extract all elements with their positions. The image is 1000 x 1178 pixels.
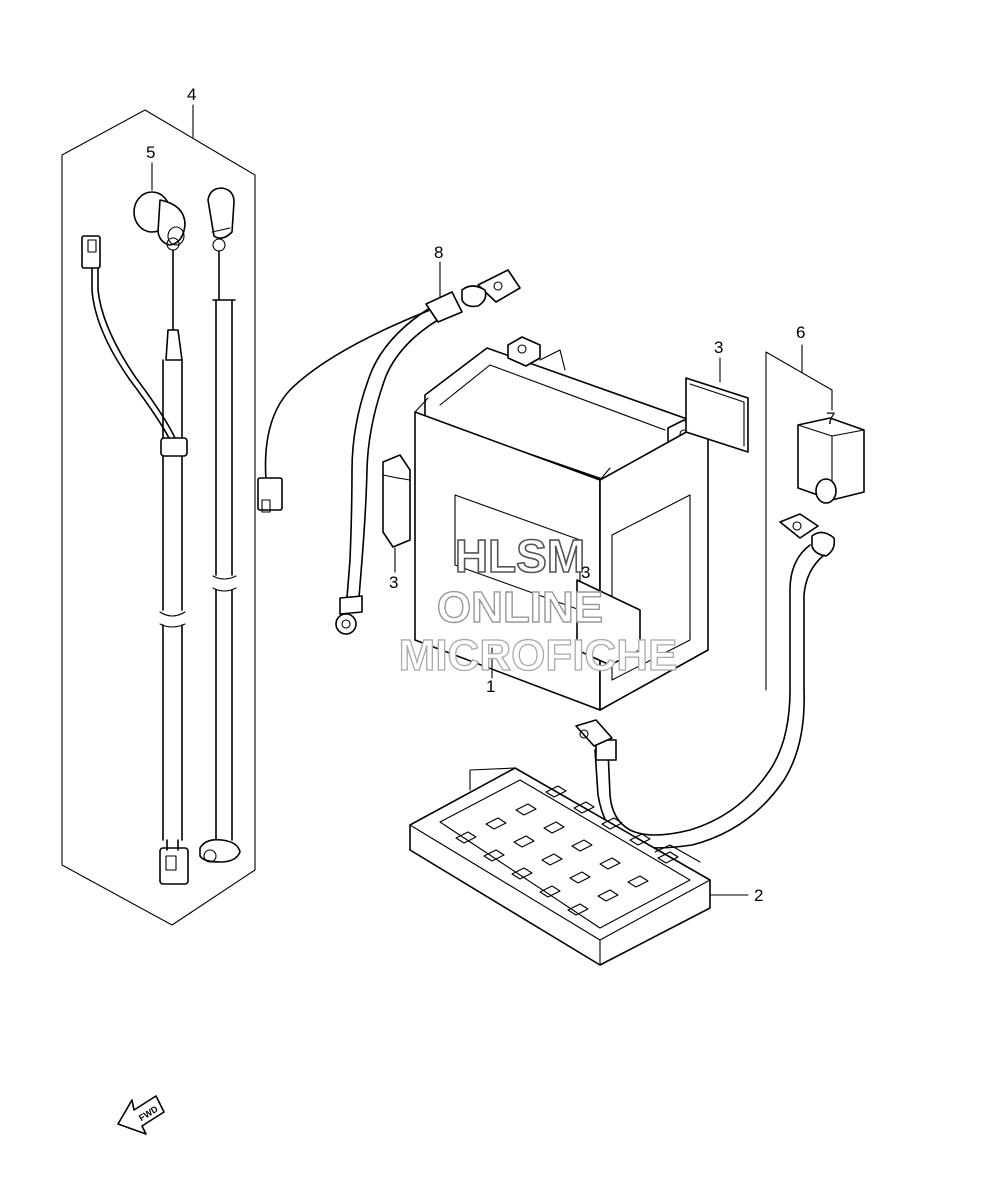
terminal-cap-part [133,162,186,246]
pad-part-3-right [685,357,749,453]
callout-6: 6 [796,323,805,342]
terminal-boot-part [207,187,235,240]
watermark-line-1: HLSM [455,530,585,582]
watermark-line-2: ONLINE [437,583,603,632]
pad-part-3-left [382,454,411,573]
callout-7: 7 [826,409,835,428]
callout-2: 2 [754,886,763,905]
terminal-cover-part-7 [797,417,865,504]
callout-5: 5 [146,143,155,162]
harness-kit-frame [61,104,256,926]
callout-3-left: 3 [389,573,398,592]
battery-tray-part [409,767,749,966]
harness-wires [81,235,241,885]
callout-3-center: 3 [581,563,590,582]
callout-4: 4 [187,85,196,104]
watermark: HLSM ONLINE MICROFICHE [398,529,678,680]
callout-3-right: 3 [714,338,723,357]
watermark-line-3: MICROFICHE [399,631,678,680]
callout-8: 8 [434,243,443,262]
callout-1: 1 [486,677,495,696]
fwd-arrow-icon: FWD [117,1095,165,1135]
callout-labels: 4 5 8 3 6 7 3 3 1 2 [146,85,835,905]
battery-part [414,336,709,711]
tray-slots [455,785,679,916]
negative-cable-kit-frame [765,344,833,691]
battery-cable-8 [257,261,521,635]
